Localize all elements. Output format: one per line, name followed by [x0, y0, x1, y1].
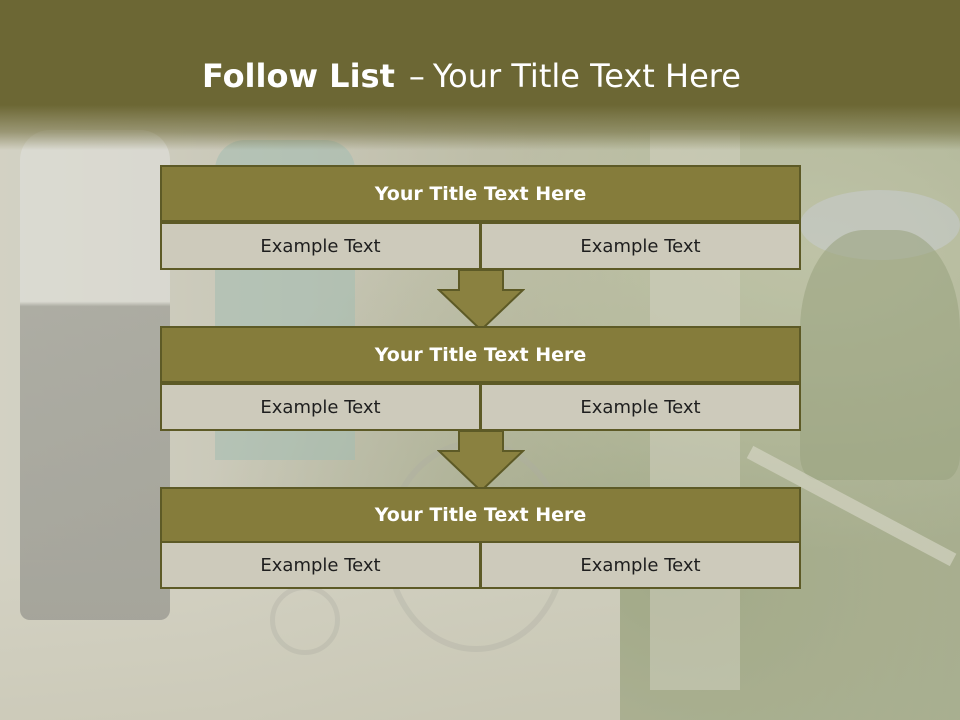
down-arrow-icon	[437, 269, 525, 332]
step-3-left-text: Example Text	[160, 541, 481, 589]
step-3-right-text: Example Text	[480, 541, 801, 589]
down-arrow-icon	[437, 430, 525, 493]
step-3-title: Your Title Text Here	[160, 487, 801, 543]
background-person-standing	[20, 130, 170, 620]
slide-title: Follow List–Your Title Text Here	[202, 54, 741, 98]
background-bush	[800, 230, 960, 480]
step-1-left-text: Example Text	[160, 222, 481, 270]
step-1-title: Your Title Text Here	[160, 165, 801, 222]
slide-title-bold: Follow List	[202, 57, 395, 95]
slide-title-rest: Your Title Text Here	[432, 57, 741, 95]
step-2-left-text: Example Text	[160, 383, 481, 431]
header-band	[0, 0, 960, 150]
step-1-right-text: Example Text	[480, 222, 801, 270]
slide-title-separator: –	[408, 57, 425, 95]
step-2-title: Your Title Text Here	[160, 326, 801, 383]
step-2-right-text: Example Text	[480, 383, 801, 431]
